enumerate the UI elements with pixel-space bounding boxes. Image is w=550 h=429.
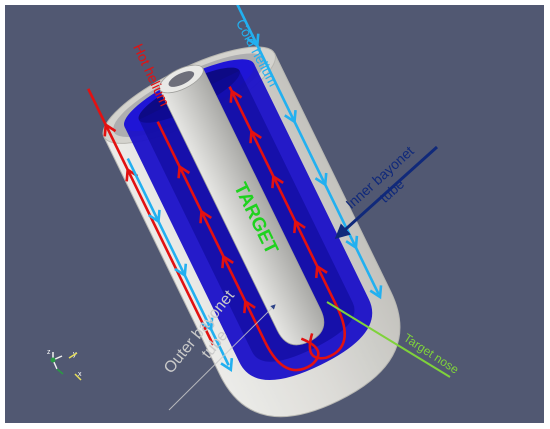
hot-arrowheads [103, 88, 328, 314]
inner-bayonet-label: Inner bayonet tube [342, 143, 416, 212]
svg-text:x: x [78, 371, 82, 378]
inner-bayonet-pointer [334, 145, 439, 240]
target-nose-pointer [326, 301, 451, 378]
cold-arrowheads [147, 33, 383, 373]
svg-text:z: z [47, 349, 51, 356]
render-viewport: TARGET Hot helium Cold helium Inner bayo… [5, 5, 544, 423]
hot-loop-right [308, 306, 346, 360]
bayonet-diagram: TARGET Hot helium Cold helium Inner bayo… [47, 5, 462, 418]
hot-loop-left [263, 337, 320, 372]
tube-assembly: TARGET [87, 5, 401, 418]
svg-text:Inner bayonet: Inner bayonet [342, 143, 416, 212]
outer-bayonet-pointer [168, 304, 276, 411]
orientation-axes-widget: z y x [47, 349, 82, 381]
